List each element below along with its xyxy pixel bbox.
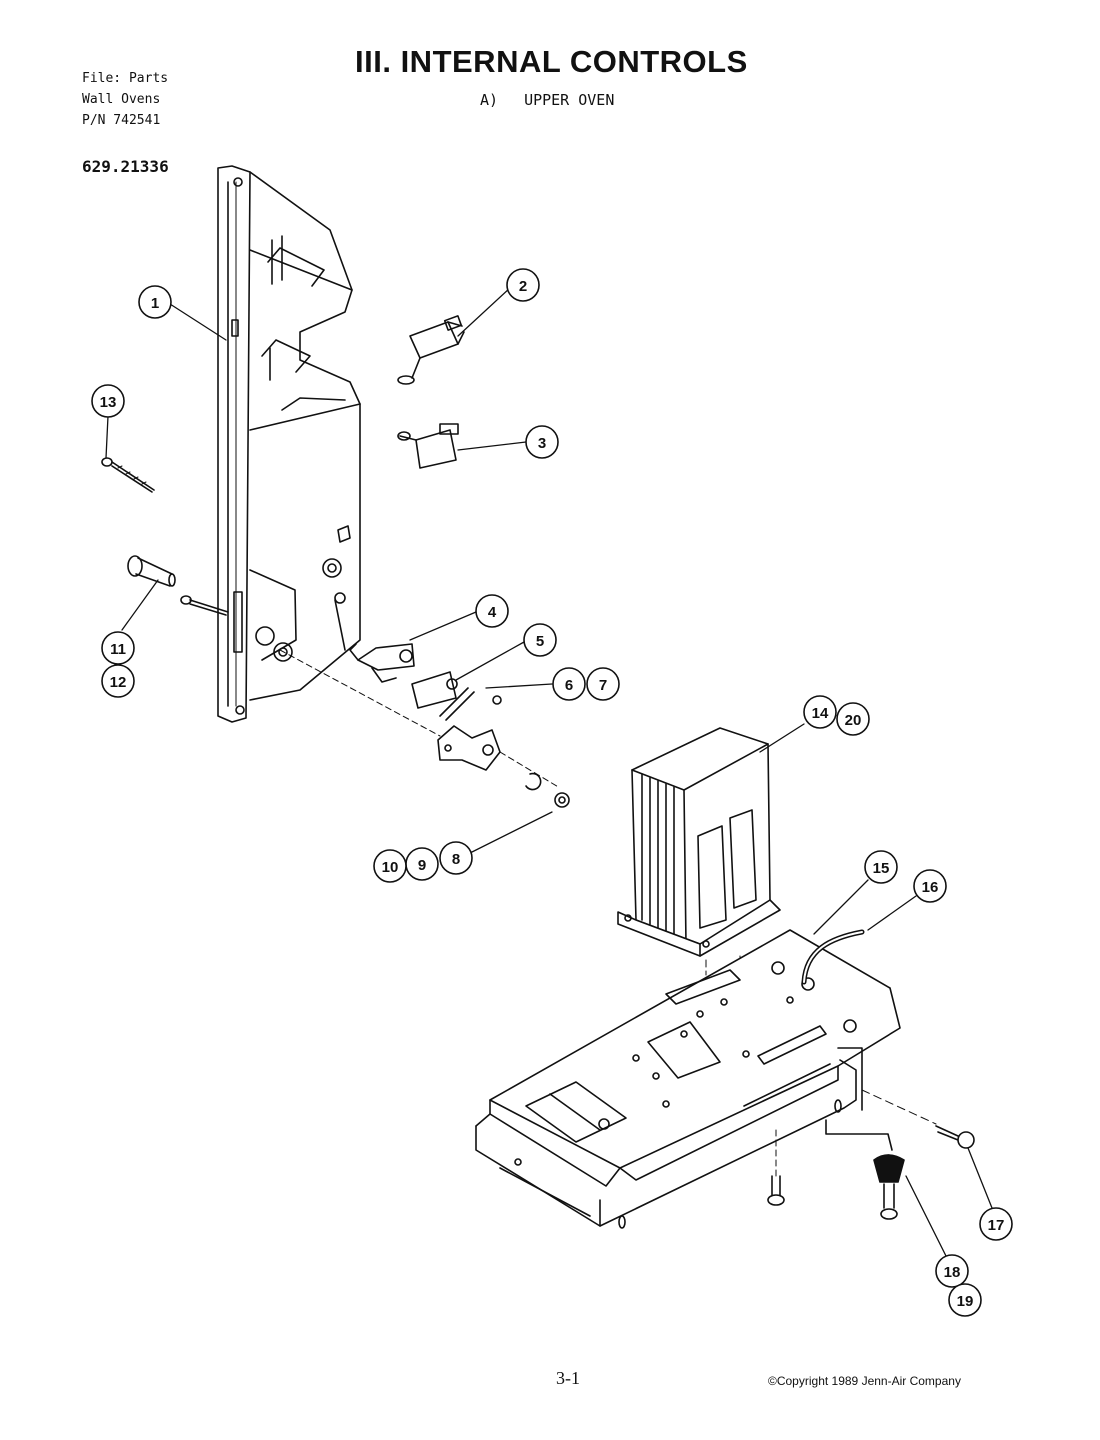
callout-4: 4	[475, 594, 509, 628]
part-number-line: P/N 742541	[82, 113, 161, 128]
callout-7: 7	[586, 667, 620, 701]
page-title: III. INTERNAL CONTROLS	[355, 44, 748, 79]
callout-10-text: 10	[382, 859, 399, 876]
page-number: 3-1	[556, 1368, 580, 1388]
callout-14: 14	[803, 695, 837, 729]
callout-11: 11	[101, 631, 135, 665]
model-number: 629.21336	[82, 157, 169, 176]
rubber-foot-drawing	[873, 1154, 905, 1220]
callout-9: 9	[405, 847, 439, 881]
callout-17: 17	[979, 1207, 1013, 1241]
chassis-drawing	[475, 929, 901, 1229]
micro-switch-2-drawing	[397, 315, 465, 385]
callout-12: 12	[101, 664, 135, 698]
callout-16-text: 16	[922, 879, 939, 896]
section-letter: A)	[480, 91, 499, 109]
switch-5-drawing	[411, 671, 458, 709]
screw-17-drawing	[861, 1089, 975, 1149]
callout-5-text: 5	[536, 633, 544, 650]
callout-5: 5	[523, 623, 557, 657]
callout-20: 20	[836, 702, 870, 736]
callout-13-text: 13	[100, 394, 117, 411]
callout-6: 6	[552, 667, 586, 701]
callout-4-text: 4	[488, 604, 497, 621]
control-bracket-drawing	[217, 165, 361, 723]
pin-11-drawing	[127, 555, 176, 587]
callout-1-text: 1	[151, 295, 159, 312]
callout-19: 19	[948, 1283, 982, 1317]
callout-13: 13	[91, 384, 125, 418]
callout-18: 18	[935, 1254, 969, 1288]
callout-2-text: 2	[519, 278, 527, 295]
callout-16: 16	[913, 869, 947, 903]
callout-7-text: 7	[599, 677, 607, 694]
callout-6-text: 6	[565, 677, 573, 694]
callout-18-text: 18	[944, 1264, 961, 1281]
callout-3: 3	[525, 425, 559, 459]
callout-8-text: 8	[452, 851, 460, 868]
callout-3-text: 3	[538, 435, 546, 452]
leader-lines	[105, 287, 993, 1265]
callout-19-text: 19	[957, 1293, 974, 1310]
section-name: UPPER OVEN	[524, 91, 615, 109]
callout-12-text: 12	[110, 674, 127, 691]
e-clip-drawing	[525, 772, 542, 791]
callout-9-text: 9	[418, 857, 426, 874]
screw-13-drawing	[101, 457, 155, 493]
small-screw-drawing	[180, 595, 229, 616]
callout-15: 15	[864, 850, 898, 884]
callout-1: 1	[138, 285, 172, 319]
callout-20-text: 20	[845, 712, 862, 729]
callout-10: 10	[373, 849, 407, 883]
copyright-notice: ©Copyright 1989 Jenn-Air Company	[768, 1374, 961, 1388]
callout-17-text: 17	[988, 1217, 1005, 1234]
file-line: File: Parts	[82, 71, 169, 86]
callout-11-text: 11	[110, 641, 126, 658]
wire-16-drawing	[801, 929, 865, 985]
callout-8: 8	[439, 841, 473, 875]
switch-4-drawing	[349, 643, 415, 683]
callout-14-text: 14	[812, 705, 829, 722]
micro-switch-3-drawing	[397, 423, 459, 469]
linkage-arm-drawing	[279, 649, 502, 737]
file-info: File: Parts Wall Ovens P/N 742541	[82, 68, 168, 131]
callout-2: 2	[506, 268, 540, 302]
section-subtitle: A) UPPER OVEN	[480, 91, 614, 109]
cam-lever-drawing	[437, 725, 561, 789]
nut-drawing	[554, 792, 570, 808]
screw-lower-drawing	[767, 1129, 785, 1206]
callout-15-text: 15	[873, 860, 890, 877]
product-line: Wall Ovens	[82, 92, 161, 107]
